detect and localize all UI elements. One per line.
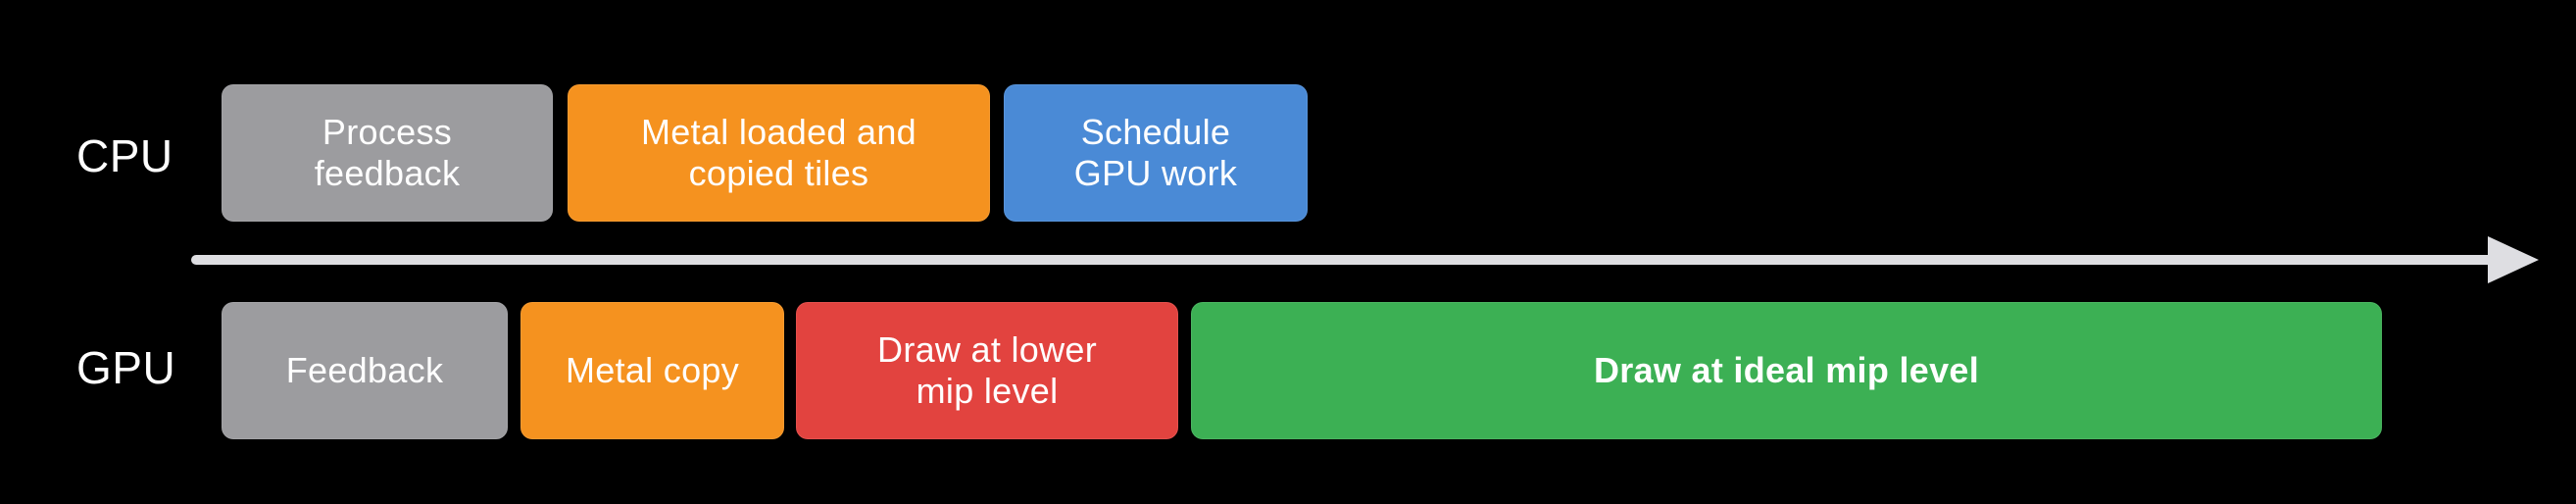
gpu-lane-label: GPU (76, 342, 176, 393)
cpu-lane-label: CPU (76, 130, 173, 181)
cpu-block-schedule-gpu-work: Schedule GPU work (1004, 84, 1308, 222)
gpu-block-draw-ideal-mip: Draw at ideal mip level (1191, 302, 2382, 439)
cpu-block-metal-loaded-copied-tiles: Metal loaded and copied tiles (568, 84, 990, 222)
timeline-arrowhead (2488, 236, 2539, 283)
gpu-block-metal-copy: Metal copy (520, 302, 784, 439)
cpu-block-process-feedback: Process feedback (222, 84, 553, 222)
gpu-block-feedback: Feedback (222, 302, 508, 439)
gpu-block-draw-lower-mip: Draw at lower mip level (796, 302, 1178, 439)
